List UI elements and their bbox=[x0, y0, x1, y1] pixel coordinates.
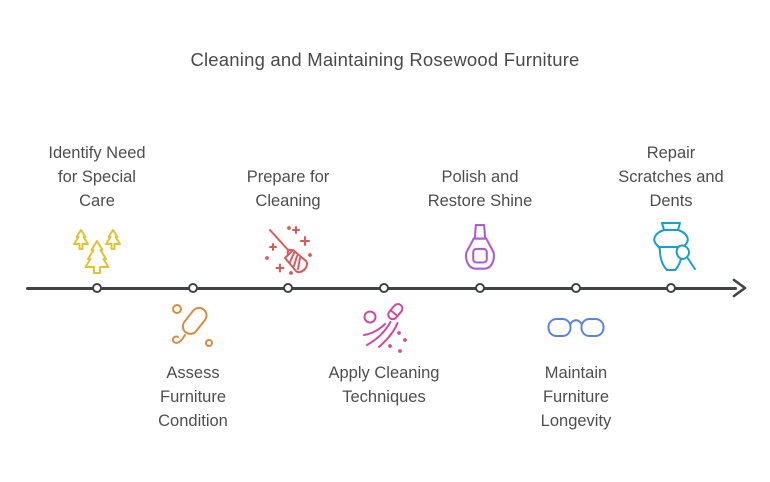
step-icon-box bbox=[359, 296, 409, 358]
step-repair-scratches: Repair Scratches and Dents bbox=[601, 141, 741, 282]
nail-polish-icon bbox=[465, 224, 495, 270]
pine-trees-icon bbox=[73, 228, 121, 274]
step-icon-box bbox=[168, 296, 218, 358]
step-label-line: for Special bbox=[58, 168, 136, 186]
step-label: Apply Cleaning Techniques bbox=[329, 361, 440, 409]
timeline-node-6 bbox=[570, 283, 581, 293]
step-label-line: Longevity bbox=[540, 412, 612, 430]
step-apply-techniques: Apply Cleaning Techniques bbox=[304, 296, 464, 409]
step-label-line: Condition bbox=[158, 412, 228, 430]
step-label-line: Furniture bbox=[542, 388, 609, 406]
step-label-line: Repair bbox=[646, 144, 696, 162]
step-prepare-cleaning: Prepare for Cleaning bbox=[223, 165, 353, 282]
step-icon-box bbox=[547, 296, 605, 358]
step-label-line: Dents bbox=[649, 192, 693, 210]
step-label-line: Care bbox=[79, 192, 115, 210]
arrowhead-icon bbox=[732, 278, 747, 298]
step-label-line: Techniques bbox=[342, 388, 426, 406]
diagram-title: Cleaning and Maintaining Rosewood Furnit… bbox=[190, 49, 580, 70]
step-icon-box bbox=[72, 218, 122, 282]
timeline-node-5 bbox=[474, 283, 485, 293]
step-label-line: Restore Shine bbox=[427, 192, 533, 210]
step-label-line: Maintain bbox=[544, 364, 608, 382]
step-label-line: Prepare for bbox=[246, 168, 330, 186]
eyeglasses-icon bbox=[547, 318, 605, 337]
step-label-line: Scratches and bbox=[618, 168, 724, 186]
step-label-line: Cleaning bbox=[255, 192, 321, 210]
step-label: Maintain Furniture Longevity bbox=[541, 361, 612, 433]
step-icon-box bbox=[457, 218, 503, 282]
step-label-line: Polish and bbox=[441, 168, 519, 186]
step-assess-condition: Assess Furniture Condition bbox=[128, 296, 258, 433]
step-maintain-longevity: Maintain Furniture Longevity bbox=[511, 296, 641, 433]
step-label: Prepare for Cleaning bbox=[247, 165, 330, 213]
step-label-line: Identify Need bbox=[48, 144, 146, 162]
timeline-node-1 bbox=[91, 283, 102, 293]
step-identify-need: Identify Need for Special Care bbox=[27, 141, 167, 282]
step-label-line: Assess bbox=[166, 364, 220, 382]
step-label: Identify Need for Special Care bbox=[48, 141, 145, 213]
timeline-node-7 bbox=[665, 283, 676, 293]
broom-sparkles-icon bbox=[265, 226, 312, 275]
makeup-brush-icon bbox=[363, 303, 407, 353]
step-polish-shine: Polish and Restore Shine bbox=[405, 165, 555, 282]
timeline-node-3 bbox=[282, 283, 293, 293]
vase-repair-icon bbox=[653, 222, 696, 271]
step-icon-box bbox=[645, 218, 697, 282]
step-label-line: Apply Cleaning bbox=[328, 364, 440, 382]
step-label: Assess Furniture Condition bbox=[158, 361, 228, 433]
step-label-line: Furniture bbox=[159, 388, 227, 406]
step-label: Polish and Restore Shine bbox=[428, 165, 533, 213]
timeline-node-2 bbox=[187, 283, 198, 293]
step-label: Repair Scratches and Dents bbox=[618, 141, 723, 213]
duster-icon bbox=[171, 304, 213, 347]
timeline-node-4 bbox=[378, 283, 389, 293]
step-icon-box bbox=[263, 218, 313, 282]
